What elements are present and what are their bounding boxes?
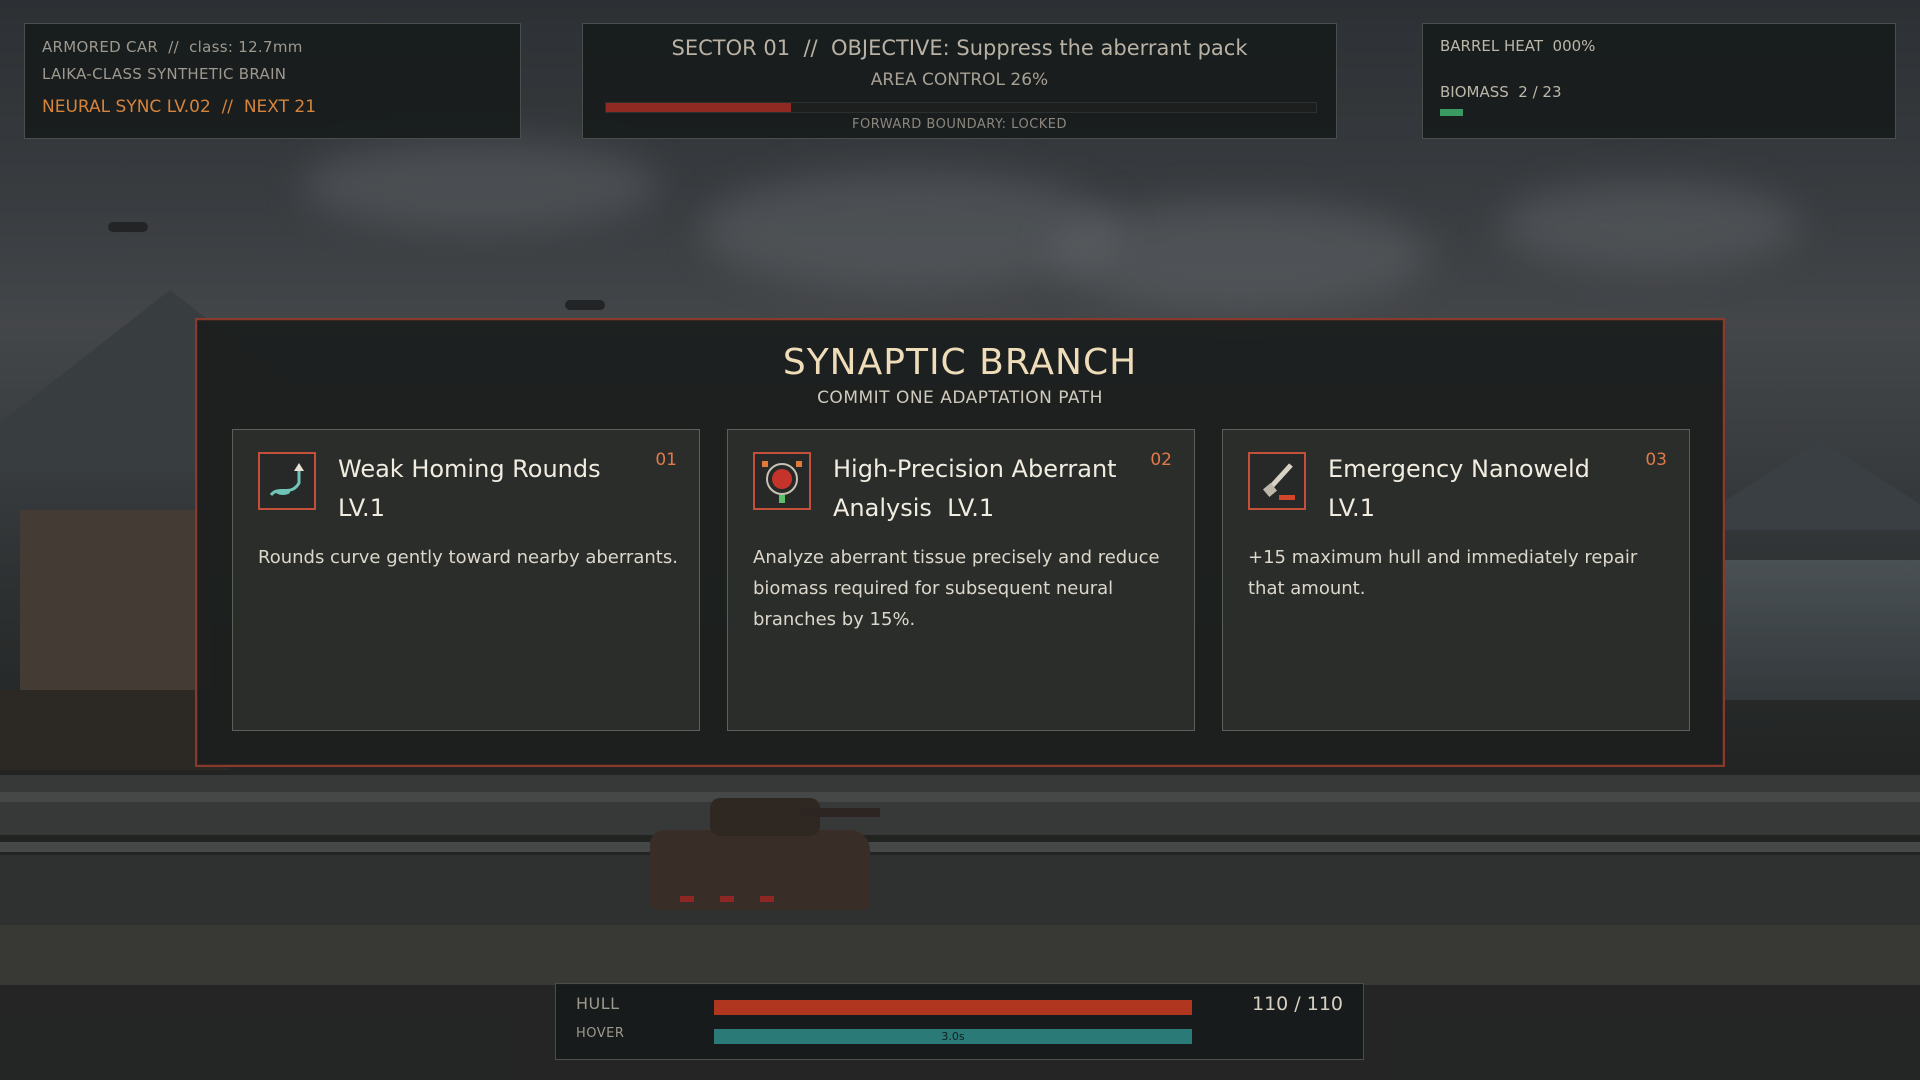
card-number: 03 bbox=[1645, 450, 1667, 470]
hover-label: HOVER bbox=[576, 1026, 625, 1041]
modal-subtitle: COMMIT ONE ADAPTATION PATH bbox=[817, 388, 1103, 408]
brain-type-text: LAIKA-CLASS SYNTHETIC BRAIN bbox=[42, 65, 287, 83]
hull-value: 110 / 110 bbox=[1251, 993, 1343, 1015]
nanoweld-icon bbox=[1248, 452, 1306, 510]
hover-fill bbox=[714, 1029, 1192, 1044]
vehicle-info-panel: ARMORED CAR // class: 12.7mm LAIKA-CLASS… bbox=[24, 23, 521, 139]
card-name: High-Precision Aberrant Analysis LV.1 bbox=[833, 455, 1125, 522]
objective-text: SECTOR 01 // OBJECTIVE: Suppress the abe… bbox=[671, 36, 1248, 60]
biomass-text: BIOMASS 2 / 23 bbox=[1440, 83, 1562, 101]
modal-title: SYNAPTIC BRANCH bbox=[782, 342, 1138, 383]
hover-timer-text: 3.0s bbox=[941, 1030, 965, 1043]
homing-rounds-icon bbox=[258, 452, 316, 510]
upgrade-card-analysis[interactable]: High-Precision Aberrant Analysis LV.1 02… bbox=[727, 429, 1195, 731]
aberrant-analysis-icon bbox=[753, 452, 811, 510]
card-number: 01 bbox=[655, 450, 677, 470]
upgrade-card-homing[interactable]: Weak Homing Rounds LV.1 01 Rounds curve … bbox=[232, 429, 700, 731]
hull-label: HULL bbox=[576, 994, 620, 1013]
barrel-heat-text: BARREL HEAT 000% bbox=[1440, 37, 1596, 55]
objective-panel: SECTOR 01 // OBJECTIVE: Suppress the abe… bbox=[582, 23, 1337, 139]
card-description: Analyze aberrant tissue precisely and re… bbox=[753, 547, 1160, 630]
card-description: +15 maximum hull and immediately repair … bbox=[1248, 547, 1638, 599]
hull-fill bbox=[714, 1000, 1192, 1015]
neural-sync-text: NEURAL SYNC LV.02 // NEXT 21 bbox=[42, 97, 317, 117]
card-name: Weak Homing Rounds LV.1 bbox=[338, 455, 616, 522]
upgrade-card-nanoweld[interactable]: Emergency Nanoweld LV.1 03 +15 maximum h… bbox=[1222, 429, 1690, 731]
vehicle-class-text: ARMORED CAR // class: 12.7mm bbox=[42, 38, 303, 56]
status-bars-panel: HULL 110 / 110 HOVER 3.0s bbox=[555, 983, 1364, 1060]
synaptic-branch-modal: SYNAPTIC BRANCH COMMIT ONE ADAPTATION PA… bbox=[195, 318, 1725, 767]
resource-panel: BARREL HEAT 000% BIOMASS 2 / 23 bbox=[1422, 23, 1896, 139]
armored-car-sprite bbox=[650, 798, 880, 910]
area-control-fill bbox=[606, 103, 791, 112]
forward-boundary-text: FORWARD BOUNDARY: LOCKED bbox=[851, 117, 1068, 132]
area-control-text: AREA CONTROL 26% bbox=[870, 70, 1049, 90]
card-name: Emergency Nanoweld LV.1 bbox=[1328, 455, 1606, 522]
card-description: Rounds curve gently toward nearby aberra… bbox=[258, 547, 678, 568]
card-number: 02 bbox=[1150, 450, 1172, 470]
hover-bar: 3.0s bbox=[714, 1029, 1192, 1044]
biomass-bar bbox=[1440, 109, 1700, 116]
hull-bar bbox=[714, 1000, 1192, 1015]
area-control-bar bbox=[605, 102, 1317, 113]
biomass-fill bbox=[1440, 109, 1463, 116]
